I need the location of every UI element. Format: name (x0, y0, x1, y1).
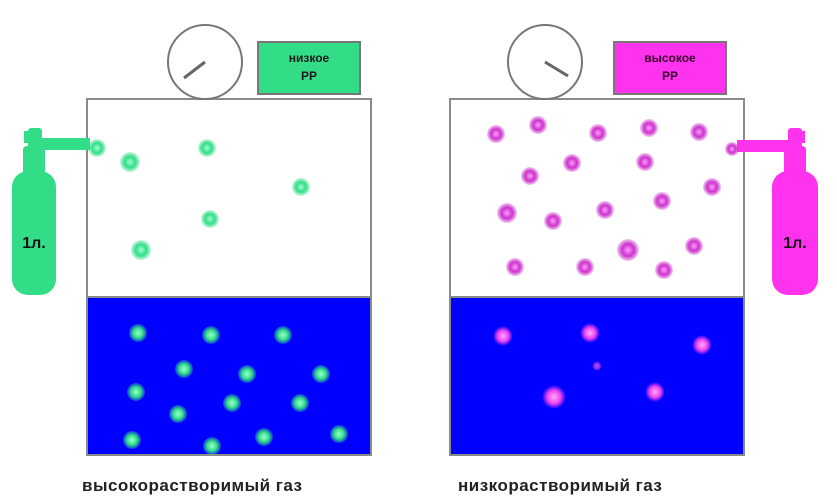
dissolved-particle (123, 431, 141, 449)
gas-particle (88, 139, 106, 157)
gas-particle (497, 203, 517, 223)
dissolved-particle (645, 382, 665, 402)
gas-particle (589, 124, 607, 142)
gas-particle (131, 240, 151, 260)
right-liquid (449, 296, 745, 456)
dissolved-particle (330, 425, 348, 443)
right-tag-line2: PP (662, 69, 678, 83)
dissolved-particle (175, 360, 193, 378)
gas-particle (506, 258, 524, 276)
gas-particle (544, 212, 562, 230)
gas-particle (292, 178, 310, 196)
right-caption: низкорастворимый газ (458, 476, 663, 495)
gas-particle (198, 139, 216, 157)
dissolved-particle (129, 324, 147, 342)
gas-particle (563, 154, 581, 172)
dissolved-particle (203, 437, 221, 455)
left-pressure-gauge-icon (167, 24, 243, 100)
gas-particle (521, 167, 539, 185)
dissolved-particle (274, 326, 292, 344)
gas-particle (725, 142, 739, 156)
dissolved-particle (127, 383, 145, 401)
left-dissolved-particles (123, 324, 348, 455)
dissolved-particle (169, 405, 187, 423)
right-gas-particles (487, 116, 739, 279)
dissolved-particle (542, 385, 566, 409)
dissolved-particle (312, 365, 330, 383)
gas-particle (655, 261, 673, 279)
gas-particle (201, 210, 219, 228)
left-cylinder-label: 1л. (22, 235, 46, 252)
left-tag-line1: низкое (289, 51, 330, 65)
dissolved-particle (580, 323, 600, 343)
gas-particle (617, 239, 639, 261)
right-dissolved-particles (493, 323, 712, 409)
gas-particle (529, 116, 547, 134)
right-gas-cylinder-icon: 1л. (737, 128, 818, 295)
left-gas-cylinder-icon: 1л. (12, 128, 90, 295)
gas-particle (653, 192, 671, 210)
dissolved-particle (692, 335, 712, 355)
gas-particle (120, 152, 140, 172)
gas-particle (636, 153, 654, 171)
gas-particle (685, 237, 703, 255)
gas-particle (596, 201, 614, 219)
gas-particle (703, 178, 721, 196)
dissolved-particle (223, 394, 241, 412)
left-gas-particles (88, 139, 310, 260)
gas-particle (690, 123, 708, 141)
left-caption: высокорастворимый газ (82, 476, 303, 495)
left-container-gas-space (86, 98, 372, 298)
left-pressure-tag: низкое PP (257, 41, 361, 95)
left-setup: низкое PP 1л. (12, 24, 372, 456)
right-cylinder-label: 1л. (783, 235, 807, 252)
dissolved-particle (291, 394, 309, 412)
dissolved-particle (255, 428, 273, 446)
dissolved-particle (202, 326, 220, 344)
dissolved-particle (592, 361, 602, 371)
gas-particle (640, 119, 658, 137)
right-tag-line1: высокое (644, 51, 696, 65)
dissolved-particle (238, 365, 256, 383)
right-pressure-gauge-icon (507, 24, 583, 100)
right-setup: высокое PP 1л. (449, 24, 818, 456)
gas-particle (487, 125, 505, 143)
dissolved-particle (493, 326, 513, 346)
right-pressure-tag: высокое PP (613, 41, 727, 95)
gas-particle (576, 258, 594, 276)
left-tag-line2: PP (301, 69, 317, 83)
